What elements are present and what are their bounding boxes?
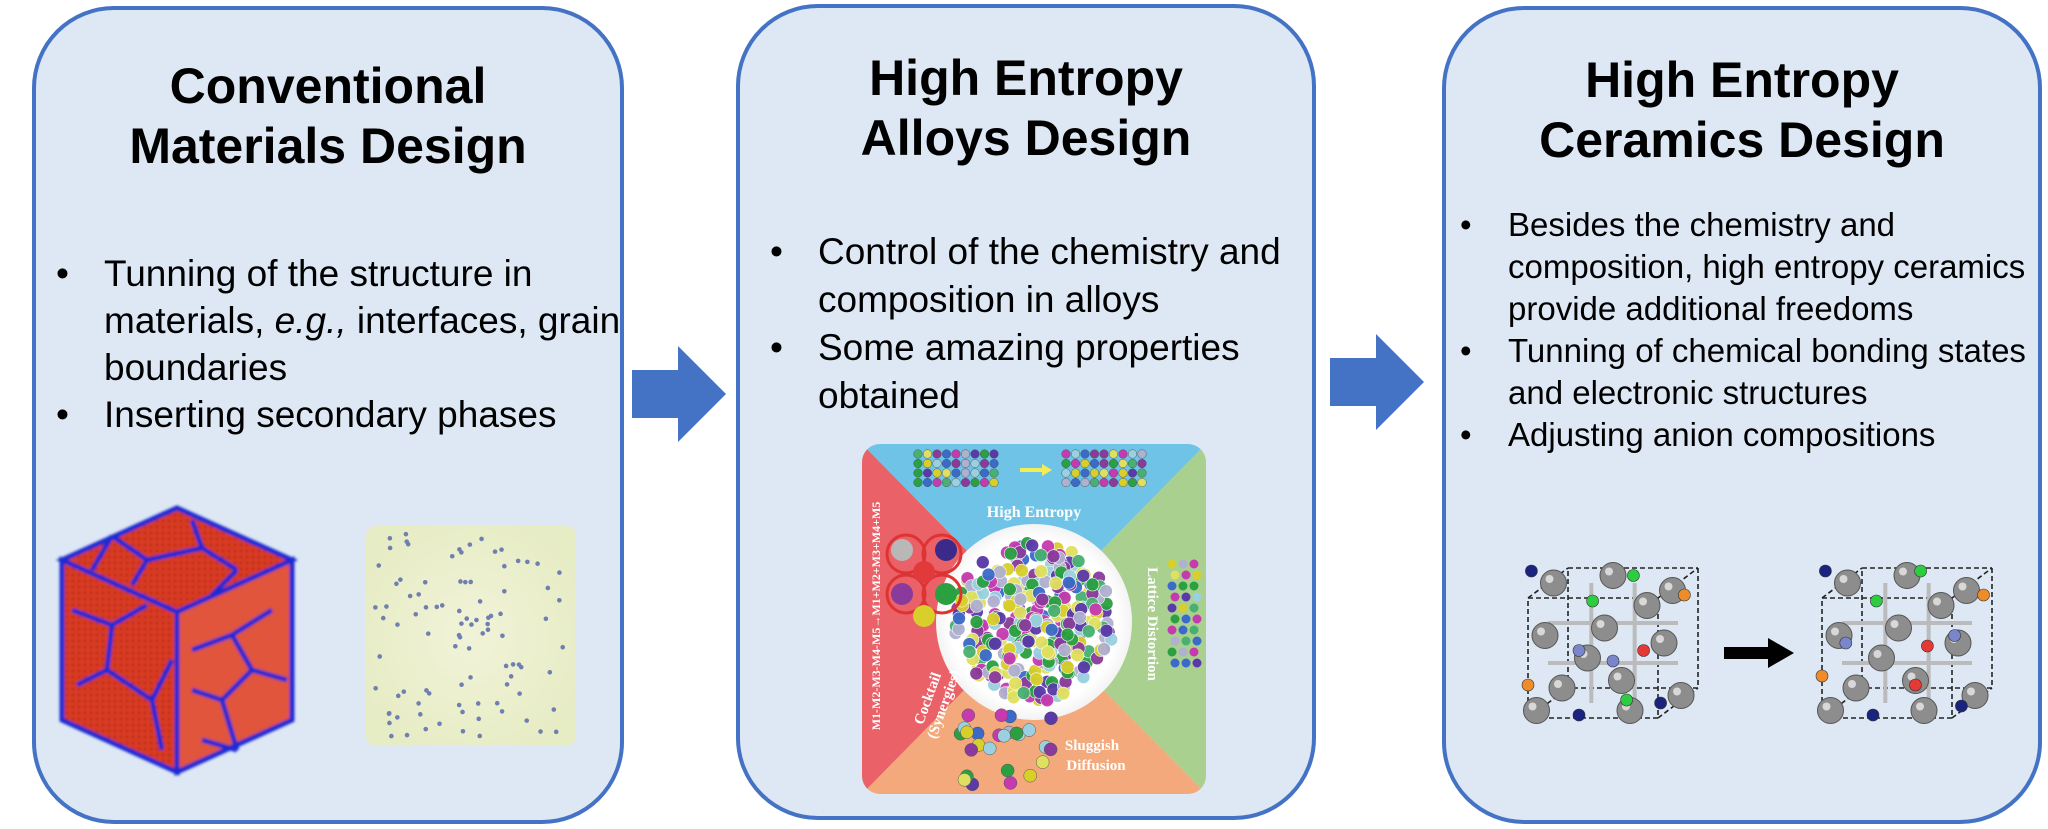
yellow-arrow-icon: [1020, 464, 1052, 476]
title-line: High Entropy: [1585, 52, 1899, 108]
bullet-list: Tunning of the structure in materials, e…: [56, 250, 626, 438]
bullet-item: Tunning of the structure in materials, e…: [56, 250, 626, 391]
secondary-phases-image: [366, 526, 576, 746]
diffusion-atoms: [953, 708, 1058, 792]
bullet-item: Tunning of chemical bonding states and e…: [1460, 330, 2040, 414]
atom-grid: [1061, 449, 1147, 488]
cocktail-spheres: [885, 533, 963, 627]
right-arrow-icon: [632, 346, 726, 442]
title-line: High Entropy: [869, 50, 1183, 106]
grain-cube-image: [55, 505, 299, 776]
bullet-list: Besides the chemistry and composition, h…: [1460, 204, 2040, 456]
hea-core-effects-diagram: High Entropy Lattice Distortion Sluggish…: [862, 444, 1206, 794]
panel-title: High Entropy Ceramics Design: [1446, 50, 2038, 170]
title-line: Alloys Design: [860, 110, 1192, 166]
bullet-item: Some amazing properties obtained: [770, 324, 1300, 420]
bullet-item: Inserting secondary phases: [56, 391, 626, 438]
title-line: Conventional: [169, 58, 487, 114]
sluggish-label: Sluggish: [1065, 738, 1120, 754]
atom-cluster: [948, 536, 1119, 708]
conventional-design-panel: Conventional Materials Design Tunning of…: [32, 6, 624, 824]
hec-design-panel: High Entropy Ceramics Design Besides the…: [1442, 6, 2042, 824]
panel-title: Conventional Materials Design: [36, 56, 620, 176]
diffusion-label: Diffusion: [1066, 758, 1126, 774]
bullet-item: Adjusting anion compositions: [1460, 414, 2040, 456]
lattice-atoms: [1167, 559, 1202, 668]
alloy-formula-label: M1-M2-M3-M4-M5→M1+M2+M3+M4+M5: [869, 502, 883, 731]
crystal-structure-before: [1521, 562, 1699, 724]
hea-design-panel: High Entropy Alloys Design Control of th…: [736, 4, 1316, 820]
crystal-structure-after: [1815, 562, 1993, 724]
title-line: Ceramics Design: [1539, 112, 1945, 168]
right-arrow-icon: [1330, 334, 1424, 430]
lattice-distortion-label: Lattice Distortion: [1144, 567, 1160, 681]
bullet-item: Besides the chemistry and composition, h…: [1460, 204, 2040, 330]
high-entropy-label: High Entropy: [987, 504, 1081, 521]
panel-title: High Entropy Alloys Design: [740, 48, 1312, 168]
bullet-list: Control of the chemistry and composition…: [770, 228, 1300, 420]
atom-grid: [913, 449, 999, 488]
title-line: Materials Design: [129, 118, 527, 174]
bullet-item: Control of the chemistry and composition…: [770, 228, 1300, 324]
black-arrow-icon: [1724, 638, 1794, 668]
